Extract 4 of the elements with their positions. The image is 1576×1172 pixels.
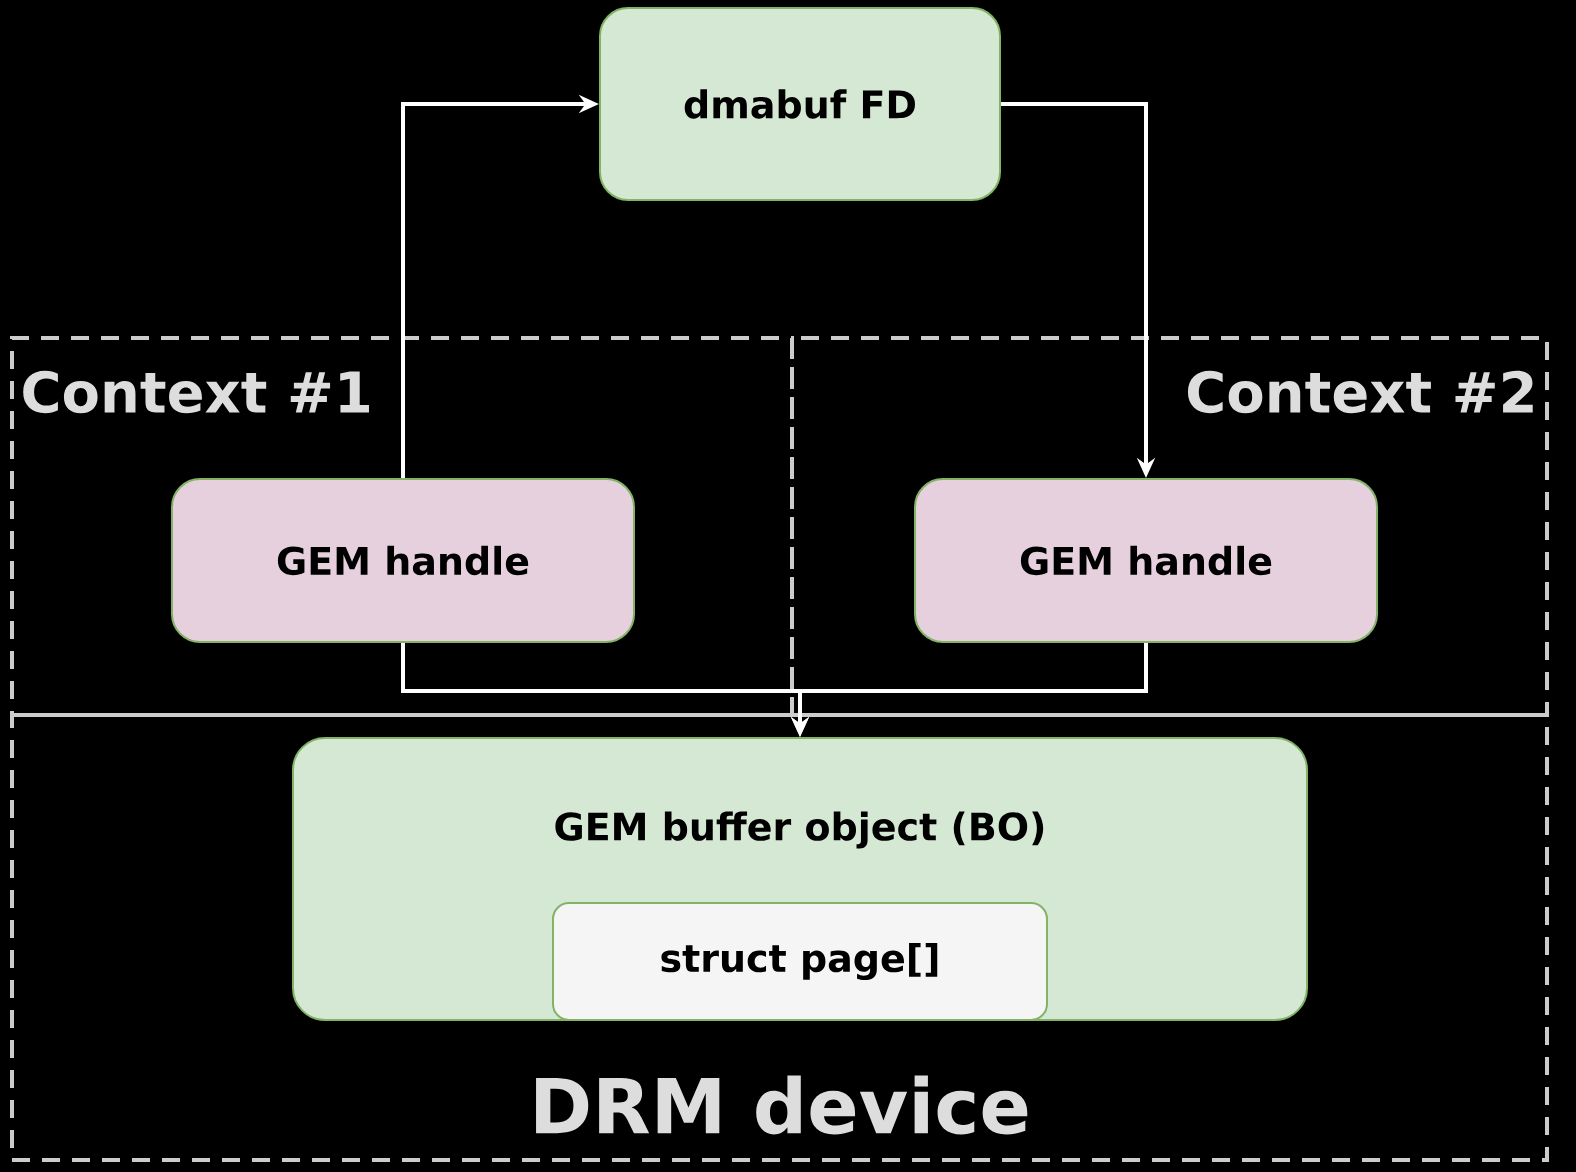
handle-box: GEM handle <box>171 478 635 643</box>
process-box: dmabuf FD <box>599 7 1001 201</box>
handle-box: GEM handle <box>914 478 1378 643</box>
inner-box: struct page[] <box>552 902 1048 1021</box>
